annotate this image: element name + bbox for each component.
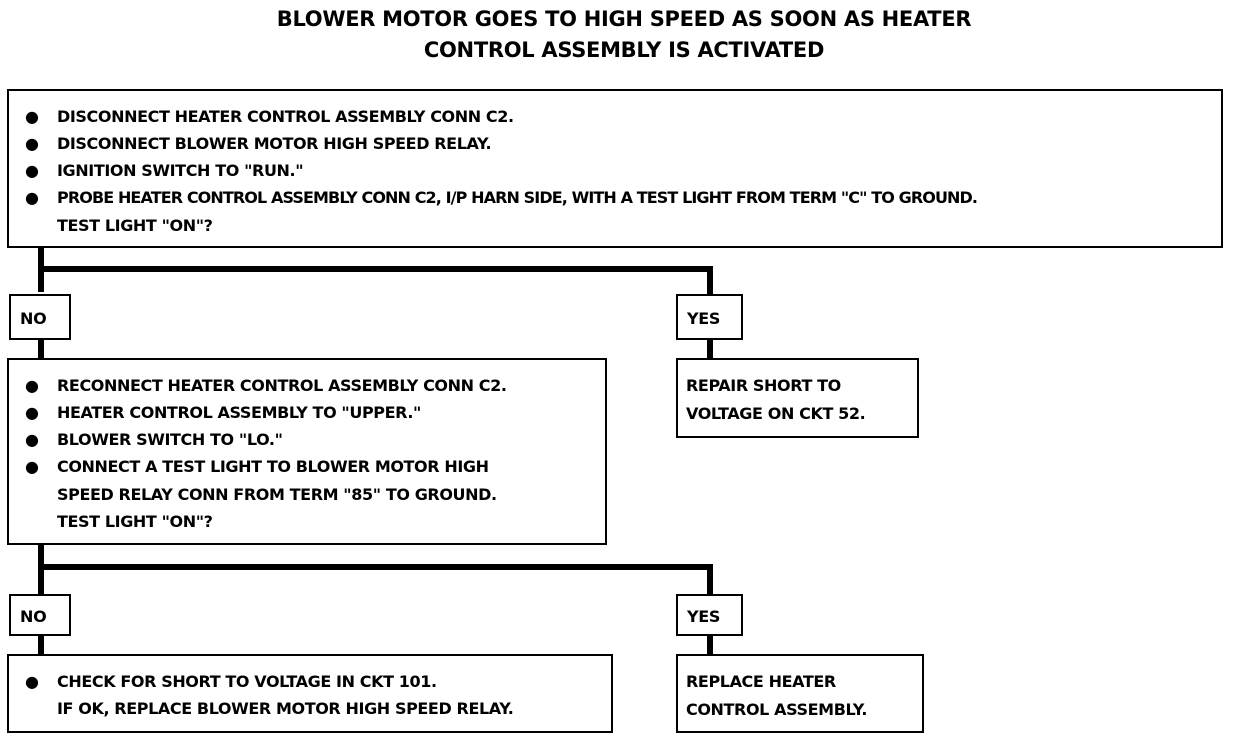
connector-no2-to-result — [38, 636, 44, 654]
branch1-yes-result-line-2: VOLTAGE ON CKT 52. — [686, 404, 866, 423]
connector-branch1-horizontal — [38, 266, 713, 272]
branch2-no-label: NO — [20, 607, 47, 626]
bullet-icon: ● — [25, 430, 39, 449]
bullet-icon: ● — [25, 457, 39, 476]
step2-item-4-continued: SPEED RELAY CONN FROM TERM "85" TO GROUN… — [57, 485, 497, 504]
step2-question: TEST LIGHT "ON"? — [57, 512, 213, 531]
diagram-title: BLOWER MOTOR GOES TO HIGH SPEED AS SOON … — [0, 4, 1248, 66]
connector-branch1-yes-drop — [707, 266, 713, 294]
step1-box: ● DISCONNECT HEATER CONTROL ASSEMBLY CON… — [7, 89, 1223, 248]
branch2-no-label-box: NO — [9, 594, 71, 636]
step1-question: TEST LIGHT "ON"? — [57, 216, 213, 235]
bullet-icon: ● — [25, 107, 39, 126]
bullet-icon: ● — [25, 134, 39, 153]
connector-yes1-to-result — [707, 340, 713, 358]
title-line-2: CONTROL ASSEMBLY IS ACTIVATED — [423, 38, 825, 62]
connector-no1-to-step2 — [38, 340, 44, 358]
bullet-icon: ● — [25, 161, 39, 180]
branch2-yes-result-line-1: REPLACE HEATER — [686, 672, 836, 691]
branch1-yes-label: YES — [687, 309, 721, 328]
branch2-yes-label-box: YES — [676, 594, 743, 636]
bullet-icon: ● — [25, 188, 39, 207]
bullet-icon: ● — [25, 403, 39, 422]
branch2-no-result-box: ● CHECK FOR SHORT TO VOLTAGE IN CKT 101.… — [7, 654, 613, 733]
branch1-no-label-box: NO — [9, 294, 71, 340]
branch2-yes-result-box: REPLACE HEATER CONTROL ASSEMBLY. — [676, 654, 924, 733]
branch2-yes-result-line-2: CONTROL ASSEMBLY. — [686, 700, 868, 719]
bullet-icon: ● — [25, 376, 39, 395]
branch2-no-result-line-2: IF OK, REPLACE BLOWER MOTOR HIGH SPEED R… — [57, 699, 514, 718]
branch1-yes-label-box: YES — [676, 294, 743, 340]
branch2-yes-label: YES — [687, 607, 721, 626]
branch1-no-label: NO — [20, 309, 47, 328]
title-line-1: BLOWER MOTOR GOES TO HIGH SPEED AS SOON … — [276, 7, 972, 31]
bullet-icon: ● — [25, 672, 39, 691]
connector-yes2-to-result — [707, 636, 713, 654]
step2-box: ● RECONNECT HEATER CONTROL ASSEMBLY CONN… — [7, 358, 607, 545]
branch1-yes-result-box: REPAIR SHORT TO VOLTAGE ON CKT 52. — [676, 358, 919, 438]
branch1-yes-result-line-1: REPAIR SHORT TO — [686, 376, 841, 395]
connector-branch2-yes-drop — [707, 564, 713, 594]
connector-branch2-horizontal — [38, 564, 713, 570]
